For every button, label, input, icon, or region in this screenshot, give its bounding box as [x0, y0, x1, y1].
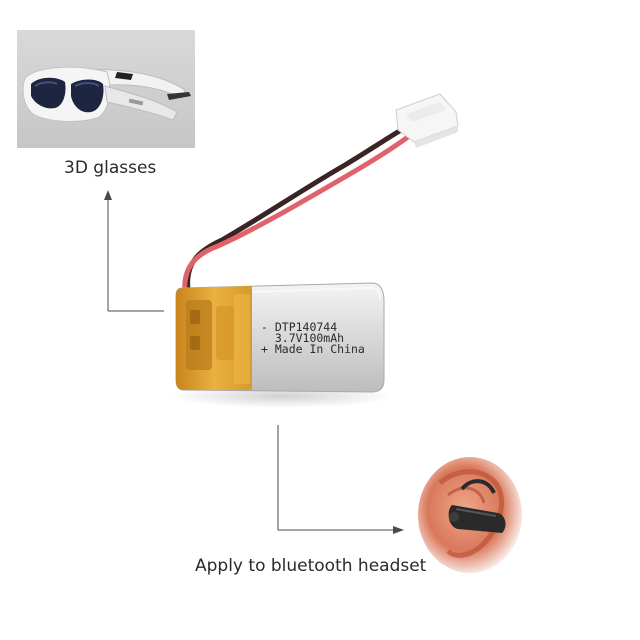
caption-bluetooth-headset: Apply to bluetooth headset: [195, 556, 427, 576]
battery-label-line-3: + Made In China: [261, 342, 365, 356]
battery-wires: [182, 123, 415, 303]
headset-photo: [418, 455, 523, 575]
white-connector-plug: [395, 93, 459, 148]
pointer-line-headset: [277, 425, 404, 534]
caption-3d-glasses: 3D glasses: [64, 158, 157, 178]
glasses-photo: [17, 30, 195, 148]
lipo-battery: [175, 282, 385, 393]
battery-label-line-1: - DTP140744: [261, 320, 338, 334]
bluetooth-headset-icon: [418, 457, 522, 573]
pointer-line-glasses: [104, 190, 164, 312]
3d-glasses-icon: [22, 66, 191, 122]
battery-label-line-2: 3.7V100mAh: [261, 331, 345, 345]
battery-label: - DTP140744 3.7V100mAh+ Made In China: [261, 320, 365, 356]
